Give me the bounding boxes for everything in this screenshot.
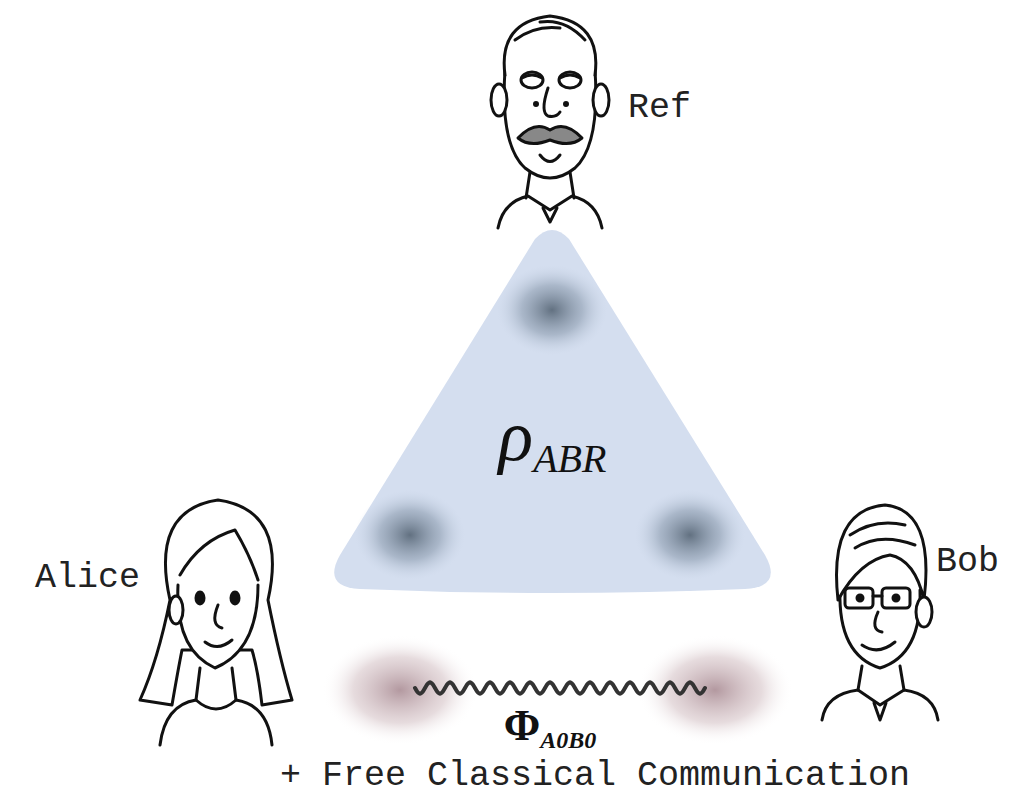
entangled-state-subscript: A0B0 [540, 727, 596, 753]
subsystem-blob [355, 490, 465, 580]
entangled-state-label: ΦA0B0 [504, 700, 597, 754]
state-label: ρABR [325, 395, 780, 482]
subsystem-blob [635, 490, 745, 580]
state-subscript: ABR [533, 436, 606, 481]
state-symbol: ρ [499, 396, 534, 476]
resource-note: + Free Classical Communication [280, 756, 910, 796]
state-triangle: ρABR [325, 225, 780, 597]
party-name: Ref [628, 88, 691, 128]
bob-figure [822, 505, 938, 720]
entangled-state-symbol: Φ [504, 701, 540, 750]
party-name: Bob [936, 542, 999, 582]
alice-figure [140, 500, 292, 745]
party-name: Alice [35, 558, 140, 598]
ref-figure [491, 16, 609, 228]
triangle-shape [325, 225, 780, 597]
triangle-fill [334, 230, 771, 593]
subsystem-blob [497, 265, 607, 355]
